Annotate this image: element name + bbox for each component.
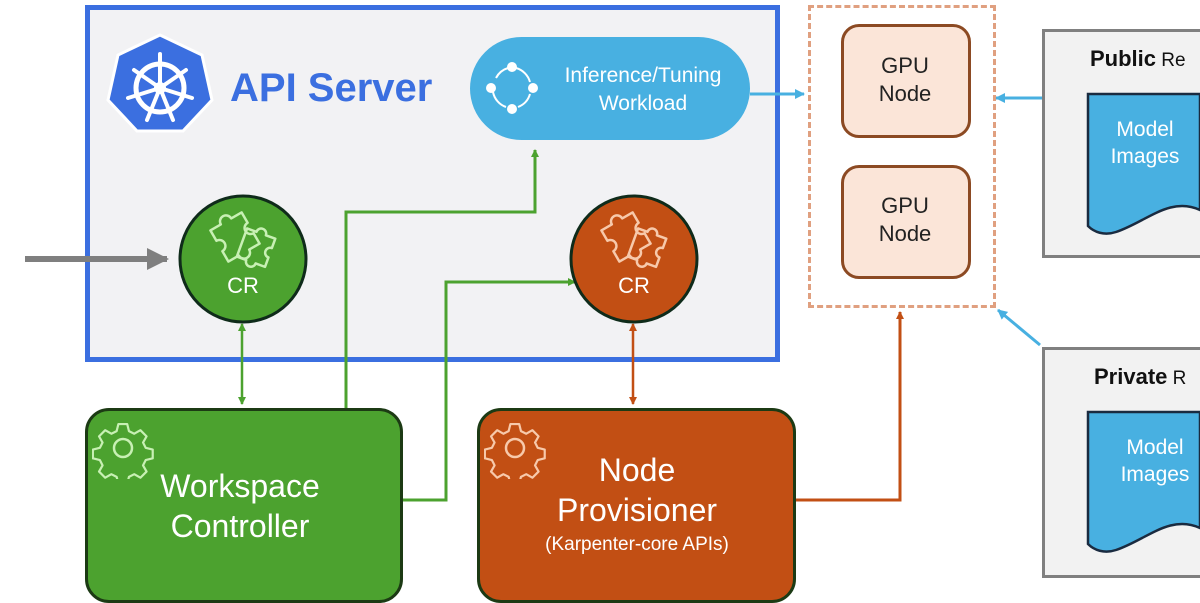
workload-label: Inference/Tuning Workload (545, 62, 741, 118)
gpu-node-2-label: GPU Node (855, 192, 955, 248)
cr-orange-circle[interactable] (568, 193, 700, 325)
gpu-node-1-line2: Node (878, 81, 932, 106)
gpu-node-2-line1: GPU (881, 193, 929, 218)
gear-icon (484, 422, 546, 479)
cr-orange-label: CR (618, 273, 650, 298)
workspace-controller-box[interactable] (85, 408, 403, 603)
gpu-node-1[interactable] (841, 24, 971, 138)
node-provisioner-line2: Provisioner (556, 492, 718, 528)
controller-to-workload-arrow (344, 149, 539, 410)
workspace-controller-label: Workspace Controller (120, 466, 360, 546)
cr-green-label: CR (227, 273, 259, 298)
inference-workload[interactable] (470, 37, 750, 140)
private-model-line2: Images (1120, 463, 1190, 486)
node-provisioner-line1: Node (598, 452, 676, 488)
private-model-line1: Model (1126, 436, 1184, 459)
public-registry-rest: Re (1156, 50, 1186, 71)
gpu-node-group (808, 5, 996, 308)
api-server-title: API Server (230, 66, 433, 110)
node-provisioner-line3: (Karpenter-core APIs) (545, 534, 729, 555)
controller-to-orange-cr-arrow (400, 278, 576, 502)
private-registry-title: Private R (1094, 364, 1186, 390)
workspace-controller-line2: Controller (170, 508, 310, 544)
private-model-images-doc-icon[interactable] (1086, 410, 1200, 560)
kubernetes-logo-icon (106, 33, 214, 133)
public-model-images-doc-icon[interactable] (1086, 92, 1200, 242)
puzzle-icon (209, 211, 277, 269)
private-registry-rest: R (1167, 368, 1187, 389)
private-registry-arrow (997, 308, 1041, 347)
workspace-controller-line1: Workspace (160, 468, 320, 504)
puzzle-icon (600, 211, 668, 269)
gear-icon (92, 422, 154, 479)
public-registry-bold: Public (1090, 46, 1157, 71)
private-model-images-label: Model Images (1085, 434, 1200, 488)
gpu-node-2[interactable] (841, 165, 971, 279)
private-registry-bold: Private (1094, 364, 1168, 389)
workload-label-line2: Workload (598, 92, 688, 115)
node-provisioner-box[interactable] (477, 408, 796, 603)
public-model-line2: Images (1110, 145, 1180, 168)
gpu-node-1-label: GPU Node (855, 52, 955, 108)
provisioner-to-gpu-arrow (792, 311, 904, 502)
cr-green-circle[interactable] (177, 193, 309, 325)
workload-label-line1: Inference/Tuning (564, 64, 722, 87)
gpu-node-1-line1: GPU (881, 53, 929, 78)
public-registry-title: Public Re (1090, 46, 1186, 72)
node-provisioner-label: Node Provisioner (Karpenter-core APIs) (507, 450, 767, 560)
public-model-images-label: Model Images (1075, 116, 1200, 170)
gpu-node-2-line2: Node (878, 221, 932, 246)
workload-cycle-icon (486, 62, 538, 114)
public-model-line1: Model (1116, 118, 1174, 141)
